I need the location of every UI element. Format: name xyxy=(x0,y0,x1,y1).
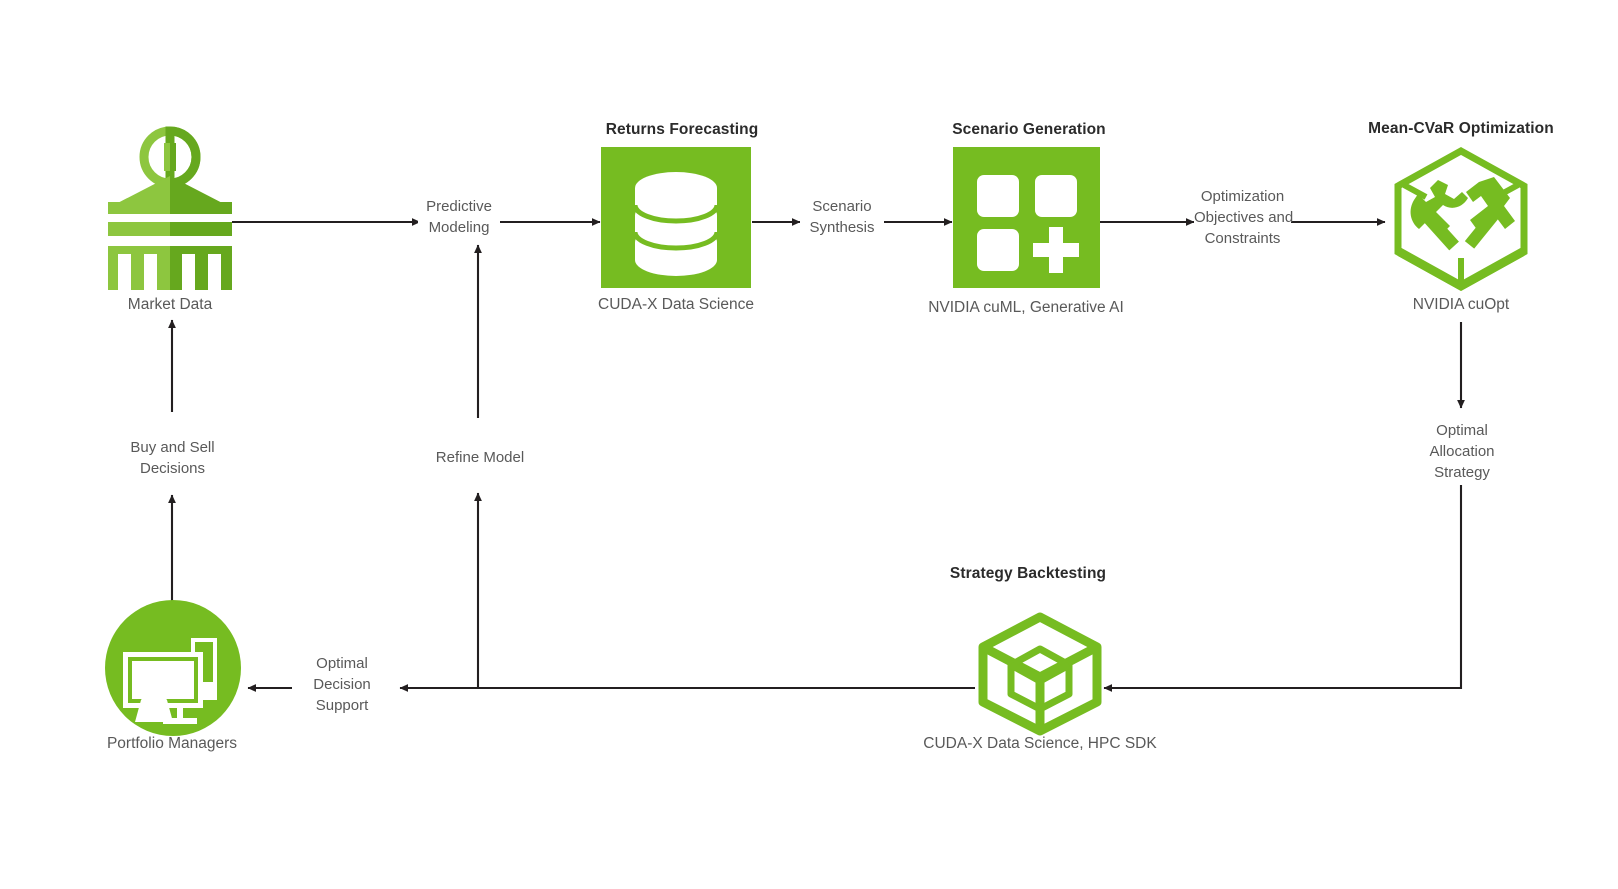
edge-label-line: Optimization xyxy=(1200,188,1285,205)
node-market-data[interactable] xyxy=(100,126,240,290)
edge-label-scenario-synthesis: Scenario Synthesis xyxy=(800,196,884,238)
edge-label-line: Buy and Sell xyxy=(130,439,215,456)
edge-label-predictive-modeling: Predictive Modeling xyxy=(418,196,500,238)
edge-label-line: Refine Model xyxy=(435,449,525,466)
edge-label-optimization-constraints: Optimization Objectives and Constraints xyxy=(1194,186,1294,249)
edge-label-line: Optimal xyxy=(316,655,368,672)
edge-label-line: Support xyxy=(315,697,369,714)
edge-label-line: Allocation xyxy=(1429,443,1495,460)
edge-label-line: Strategy xyxy=(1434,464,1490,481)
edge-label-line: Constraints xyxy=(1204,230,1281,247)
edge-label-line: Predictive xyxy=(426,198,492,215)
bank-icon xyxy=(108,126,232,290)
edge-allocation-to-backtesting xyxy=(1103,485,1463,692)
mean-cvar-title: Mean-CVaR Optimization xyxy=(1368,120,1554,137)
cube-tools-icon xyxy=(1394,146,1528,292)
strategy-backtesting-caption: CUDA-X Data Science, HPC SDK xyxy=(923,735,1157,752)
edge-label-line: Objectives and xyxy=(1194,209,1294,226)
edge-label-optimal-decision-support: Optimal Decision Support xyxy=(296,653,388,716)
returns-forecasting-title: Returns Forecasting xyxy=(605,121,759,138)
edge-label-buy-sell-decisions: Buy and Sell Decisions xyxy=(110,437,235,479)
node-mean-cvar-optimization[interactable] xyxy=(1386,146,1536,292)
edge-label-line: Decision xyxy=(313,676,371,693)
node-scenario-generation[interactable] xyxy=(953,147,1100,288)
node-portfolio-managers[interactable] xyxy=(105,600,241,736)
edge-label-refine-model: Refine Model xyxy=(420,447,540,468)
edge-label-line: Synthesis xyxy=(809,219,875,236)
node-strategy-backtesting[interactable] xyxy=(975,612,1105,736)
database-icon xyxy=(632,172,720,276)
strategy-backtesting-title: Strategy Backtesting xyxy=(949,565,1107,582)
returns-forecasting-caption: CUDA-X Data Science xyxy=(598,296,754,313)
analyst-workstation-icon xyxy=(105,600,241,736)
edge-label-line: Optimal xyxy=(1436,422,1488,439)
grid-plus-icon xyxy=(977,175,1079,273)
mean-cvar-caption: NVIDIA cuOpt xyxy=(1412,296,1510,313)
edge-label-line: Modeling xyxy=(428,219,490,236)
portfolio-managers-caption: Portfolio Managers xyxy=(106,735,238,752)
node-returns-forecasting[interactable] xyxy=(601,147,751,288)
edge-label-optimal-allocation: Optimal Allocation Strategy xyxy=(1408,420,1516,483)
edge-label-line: Decisions xyxy=(139,460,206,477)
nested-cube-icon xyxy=(978,612,1102,736)
market-data-caption: Market Data xyxy=(127,296,213,313)
scenario-generation-title: Scenario Generation xyxy=(952,121,1106,138)
edge-label-line: Scenario xyxy=(812,198,872,215)
scenario-generation-caption: NVIDIA cuML, Generative AI xyxy=(928,299,1124,316)
